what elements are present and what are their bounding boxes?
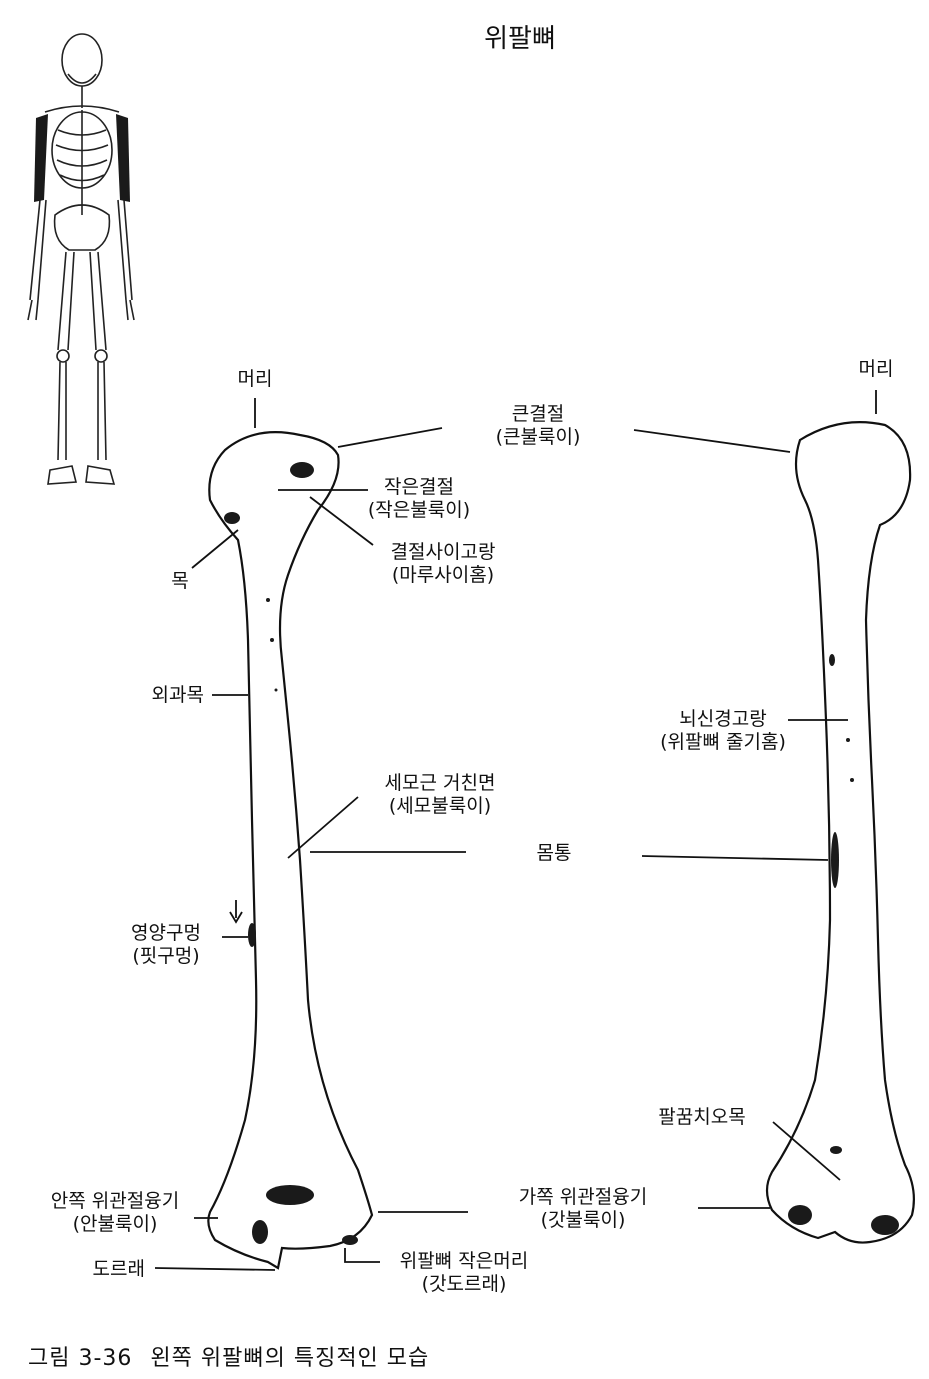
label-deltoid-tuberosity-alt: (세모불룩이) [388, 795, 492, 817]
label-medial-epicondyle-name: 안쪽 위관절융기 [50, 1190, 180, 1212]
label-nutrient-foramen-name: 영양구멍 [131, 922, 201, 944]
label-shaft: 몸통 [536, 842, 572, 864]
label-neck: 목 [171, 570, 189, 592]
label-capitulum-alt: (갓도르래) [421, 1273, 507, 1295]
label-intertubercular-groove-alt: (마루사이홈) [391, 564, 495, 586]
figure-caption-text: 왼쪽 위팔뼈의 특징적인 모습 [150, 1346, 430, 1371]
label-lateral-epicondyle-alt: (갓불룩이) [540, 1209, 626, 1231]
diagram-title: 위팔뼈 [484, 24, 556, 54]
label-intertubercular-groove: 결절사이고랑 (마루사이홈) [391, 541, 496, 587]
label-lateral-epicondyle-name: 가쪽 위관절융기 [518, 1186, 648, 1208]
figure-caption: 그림 3-36 왼쪽 위팔뼈의 특징적인 모습 [28, 1340, 447, 1372]
label-capitulum: 위팔뼈 작은머리 (갓도르래) [400, 1250, 528, 1296]
label-greater-tubercle-alt: (큰불룩이) [495, 426, 581, 448]
label-trochlea: 도르래 [92, 1258, 145, 1280]
label-nutrient-foramen-alt: (핏구멍) [132, 945, 200, 967]
label-lesser-tubercle: 작은결절 (작은불룩이) [368, 476, 470, 522]
label-radial-groove: 뇌신경고랑 (위팔뼈 줄기홈) [660, 708, 786, 754]
label-lesser-tubercle-name: 작은결절 [384, 476, 454, 498]
humerus-posterior-details [788, 654, 899, 1235]
label-radial-groove-name: 뇌신경고랑 [679, 708, 767, 730]
skeleton-thumbnail [27, 33, 135, 485]
label-surgical-neck: 외과목 [151, 684, 204, 706]
label-deltoid-tuberosity-name: 세모근 거친면 [384, 772, 496, 794]
label-greater-tubercle-name: 큰결절 [511, 403, 565, 425]
humerus-anterior-details [224, 462, 358, 1245]
figure-number: 그림 3-36 [28, 1346, 133, 1371]
label-head-left: 머리 [237, 368, 273, 390]
label-nutrient-foramen: 영양구멍 (핏구멍) [131, 922, 201, 968]
label-head-right: 머리 [858, 358, 894, 380]
label-olecranon-fossa: 팔꿈치오목 [658, 1106, 746, 1128]
label-intertubercular-groove-name: 결절사이고랑 [390, 541, 496, 563]
label-greater-tubercle: 큰결절 (큰불룩이) [496, 403, 581, 449]
humerus-anterior [207, 431, 374, 1270]
label-capitulum-name: 위팔뼈 작은머리 [399, 1250, 529, 1272]
label-medial-epicondyle: 안쪽 위관절융기 (안불룩이) [51, 1190, 179, 1236]
label-lateral-epicondyle: 가쪽 위관절융기 (갓불룩이) [519, 1186, 647, 1232]
label-medial-epicondyle-alt: (안불룩이) [72, 1213, 158, 1235]
skeleton-arm-highlight [34, 114, 130, 202]
label-lesser-tubercle-alt: (작은불룩이) [367, 499, 471, 521]
label-radial-groove-alt: (위팔뼈 줄기홈) [660, 731, 786, 753]
leader-lines [154, 390, 877, 1271]
label-deltoid-tuberosity: 세모근 거친면 (세모불룩이) [385, 772, 496, 818]
humerus-posterior [765, 421, 915, 1244]
